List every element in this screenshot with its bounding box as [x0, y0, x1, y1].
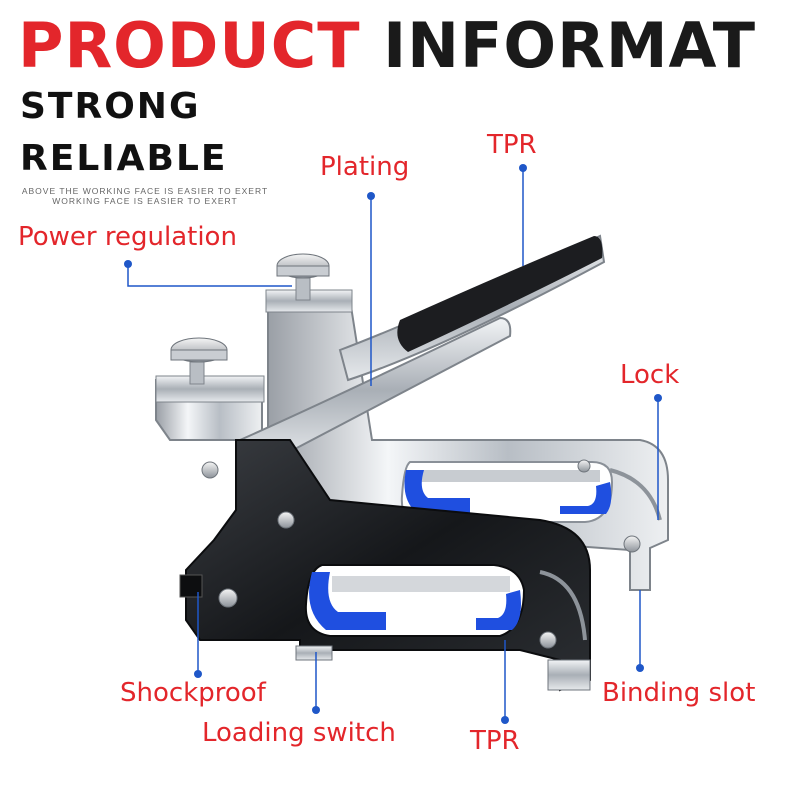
callout-loading-switch: Loading switch [202, 718, 396, 748]
callout-binding-slot: Binding slot [602, 678, 756, 708]
page-title: PRODUCT INFORMAT [18, 6, 756, 86]
callout-shockproof: Shockproof [120, 678, 266, 708]
headline-strong: STRONG [20, 86, 201, 127]
callout-tpr-bottom: TPR [470, 726, 520, 756]
front-top [155, 316, 512, 521]
rear-handle [338, 234, 606, 382]
callout-power-regulation: Power regulation [18, 222, 237, 252]
callout-plating: Plating [320, 152, 410, 182]
callout-lock: Lock [620, 360, 680, 390]
leader-lines [127, 168, 659, 720]
callout-tpr-top: TPR [487, 130, 537, 160]
headline-reliable: RELIABLE [20, 138, 228, 179]
tagline-2: WORKING FACE IS EASIER TO EXERT [52, 196, 238, 206]
tagline-1: ABOVE THE WORKING FACE IS EASIER TO EXER… [21, 186, 269, 196]
leader-dots [124, 164, 662, 724]
front-stapler-body [179, 439, 591, 692]
title-black: INFORMAT [383, 9, 757, 82]
title-red: PRODUCT [18, 9, 361, 82]
